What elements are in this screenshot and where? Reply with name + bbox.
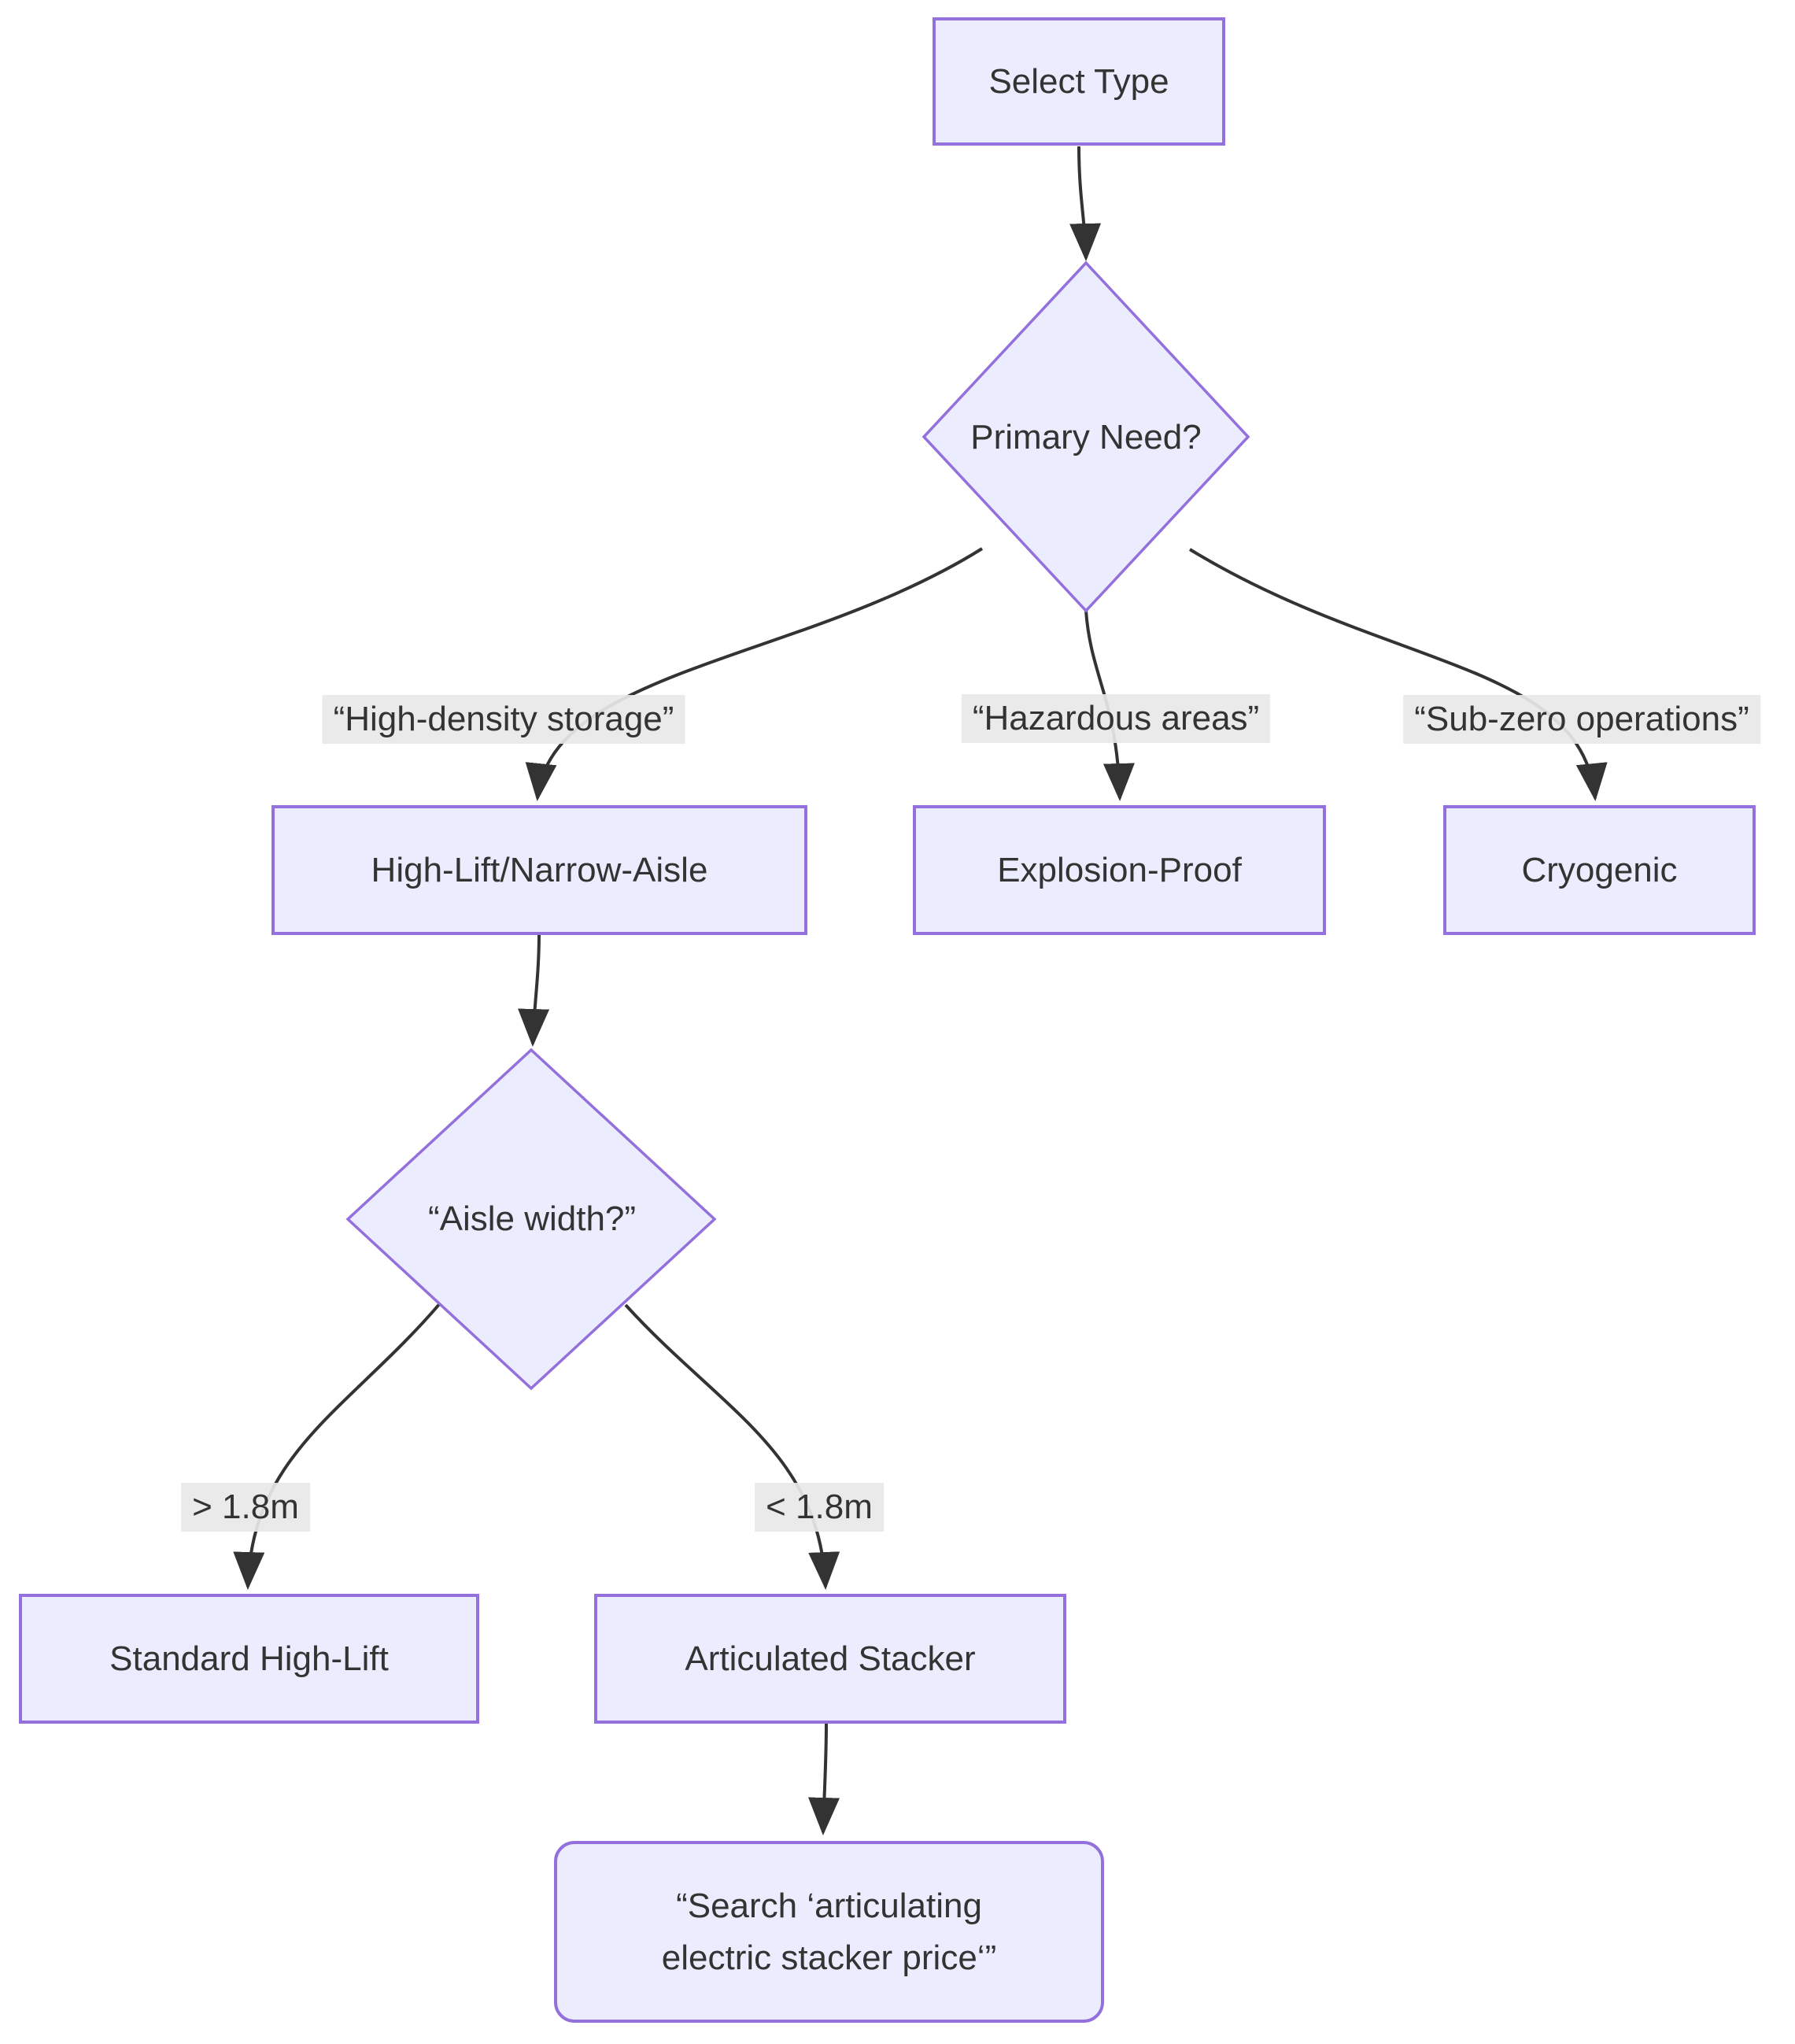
node-standard-high-lift: Standard High-Lift bbox=[19, 1594, 479, 1724]
node-search-action: “Search ‘articulating electric stacker p… bbox=[554, 1841, 1104, 2023]
edge-articulated-to-search bbox=[808, 1723, 840, 1835]
node-explosion-proof-label: Explosion-Proof bbox=[997, 850, 1242, 889]
decision-aisle-width-shape bbox=[345, 1048, 717, 1391]
node-explosion-proof: Explosion-Proof bbox=[913, 805, 1326, 935]
edge-label-sub-zero-operations: “Sub-zero operations” bbox=[1403, 695, 1760, 744]
edge-aisle-to-articulated bbox=[624, 1303, 840, 1590]
edge-label-gt-1-8m: > 1.8m bbox=[181, 1483, 310, 1532]
edge-primary-to-cryogenic bbox=[1188, 548, 1608, 801]
node-high-lift-narrow-aisle: High-Lift/Narrow-Aisle bbox=[271, 805, 807, 935]
node-cryogenic: Cryogenic bbox=[1443, 805, 1756, 935]
decision-primary-need-label: Primary Need? bbox=[970, 418, 1202, 456]
node-high-lift-narrow-aisle-label: High-Lift/Narrow-Aisle bbox=[371, 850, 708, 889]
decision-primary-need-shape bbox=[922, 261, 1250, 613]
edge-aisle-to-standard bbox=[233, 1301, 442, 1590]
edge-primary-to-highlift bbox=[525, 547, 984, 801]
edge-select-to-primary bbox=[1069, 146, 1102, 261]
node-cryogenic-label: Cryogenic bbox=[1521, 850, 1678, 889]
edge-label-high-density-storage: “High-density storage” bbox=[322, 695, 685, 744]
node-articulated-stacker-label: Articulated Stacker bbox=[685, 1639, 976, 1678]
edge-primary-to-explosion bbox=[1084, 610, 1135, 801]
node-select-type: Select Type bbox=[933, 17, 1225, 146]
edge-label-lt-1-8m: < 1.8m bbox=[755, 1483, 884, 1532]
node-articulated-stacker: Articulated Stacker bbox=[594, 1594, 1066, 1724]
node-standard-high-lift-label: Standard High-Lift bbox=[109, 1639, 389, 1678]
node-select-type-label: Select Type bbox=[988, 61, 1169, 101]
decision-aisle-width-label: “Aisle width?” bbox=[427, 1199, 637, 1238]
node-search-action-label: “Search ‘articulating electric stacker p… bbox=[661, 1886, 997, 1977]
edge-label-hazardous-areas: “Hazardous areas” bbox=[961, 694, 1271, 743]
edge-highlift-to-aisle bbox=[518, 934, 550, 1047]
